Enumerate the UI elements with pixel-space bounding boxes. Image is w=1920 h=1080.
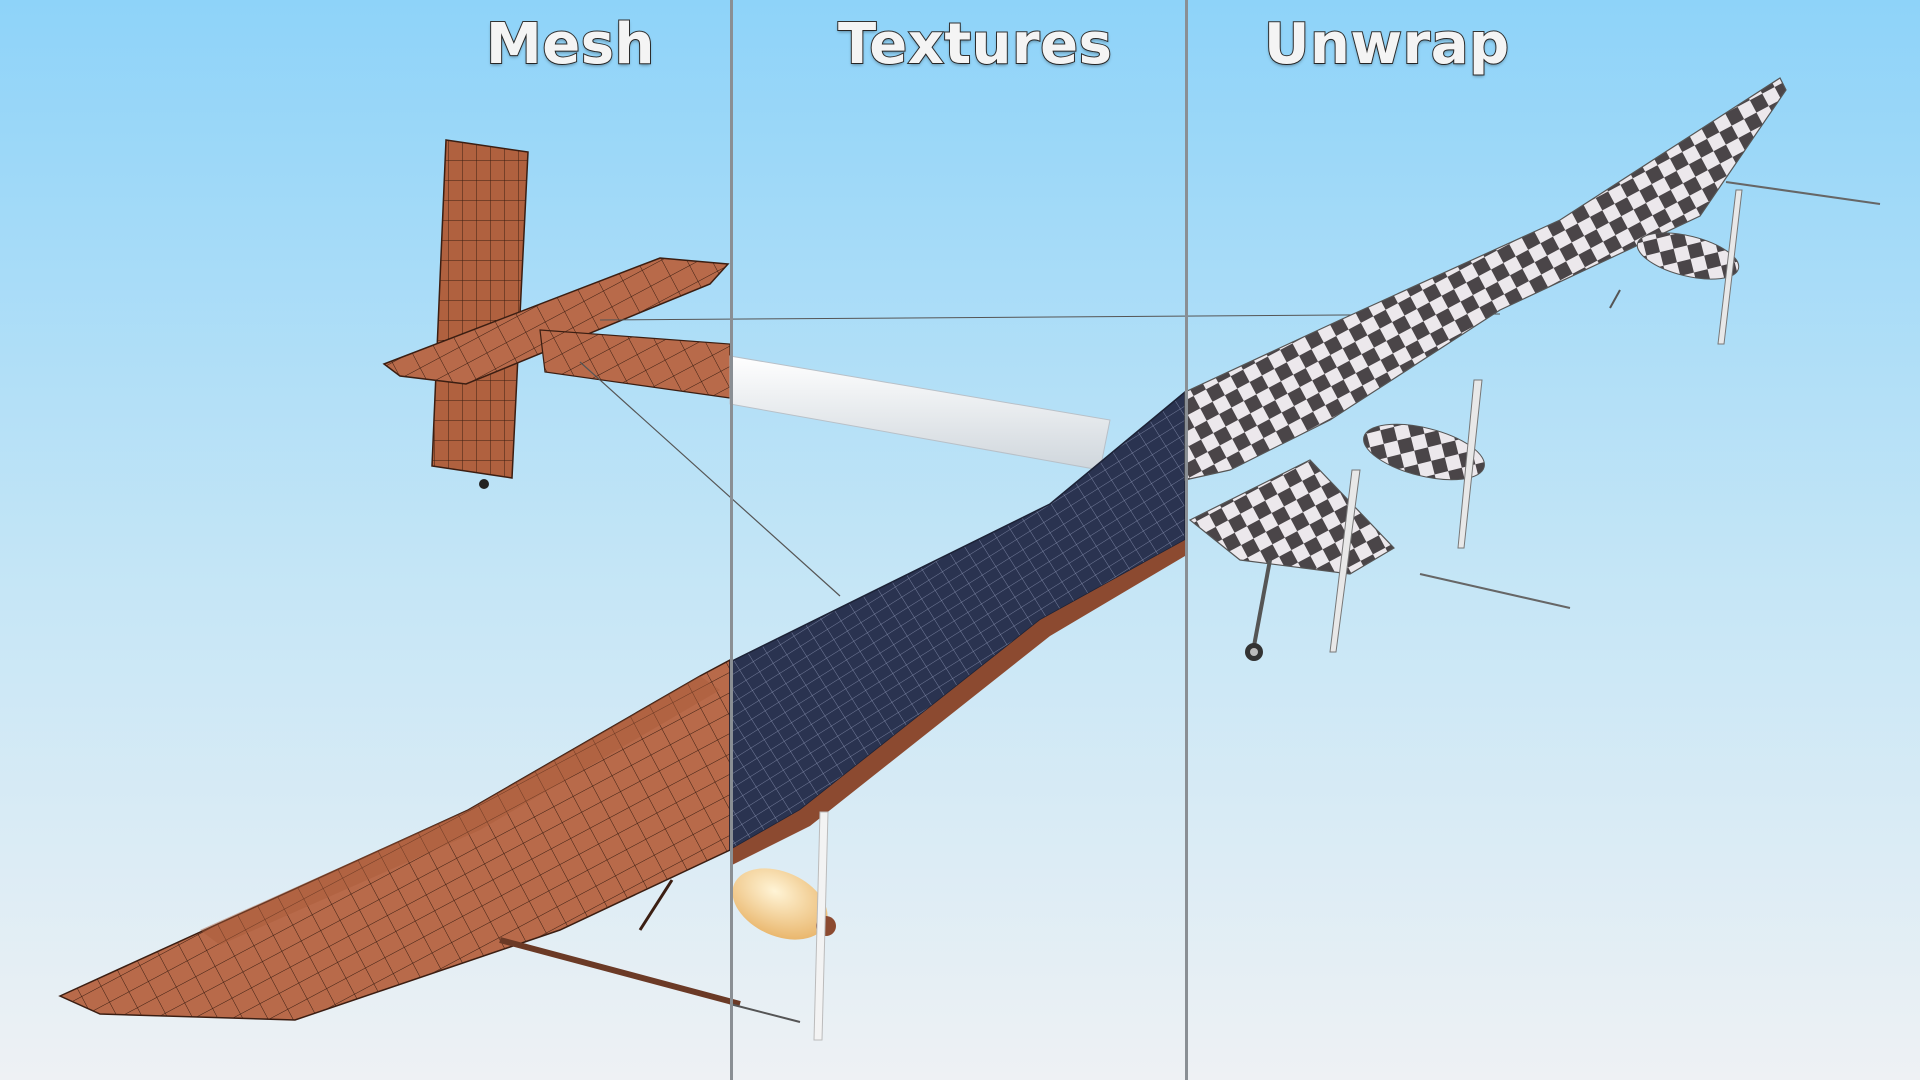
mesh-tail-wheel [479,479,489,489]
unwrap-checker-wing [1184,77,1787,481]
textures-nacelle [732,868,828,940]
landing-gear-icon [1252,559,1272,647]
panel-divider-left [730,0,733,1080]
mesh-panel-title: Mesh [485,11,655,78]
unwrap-panel-title: Unwrap [1263,11,1510,78]
propeller-icon [813,811,829,1041]
unwrap-nacelle-inner [1363,423,1485,481]
panel-divider-right [1185,0,1188,1080]
mesh-horizontal-stabilizer [382,257,730,385]
textures-panel-title: Textures [837,11,1113,78]
unwrap-nacelle-outer [1636,232,1740,280]
mesh-vertical-fin [431,139,529,479]
